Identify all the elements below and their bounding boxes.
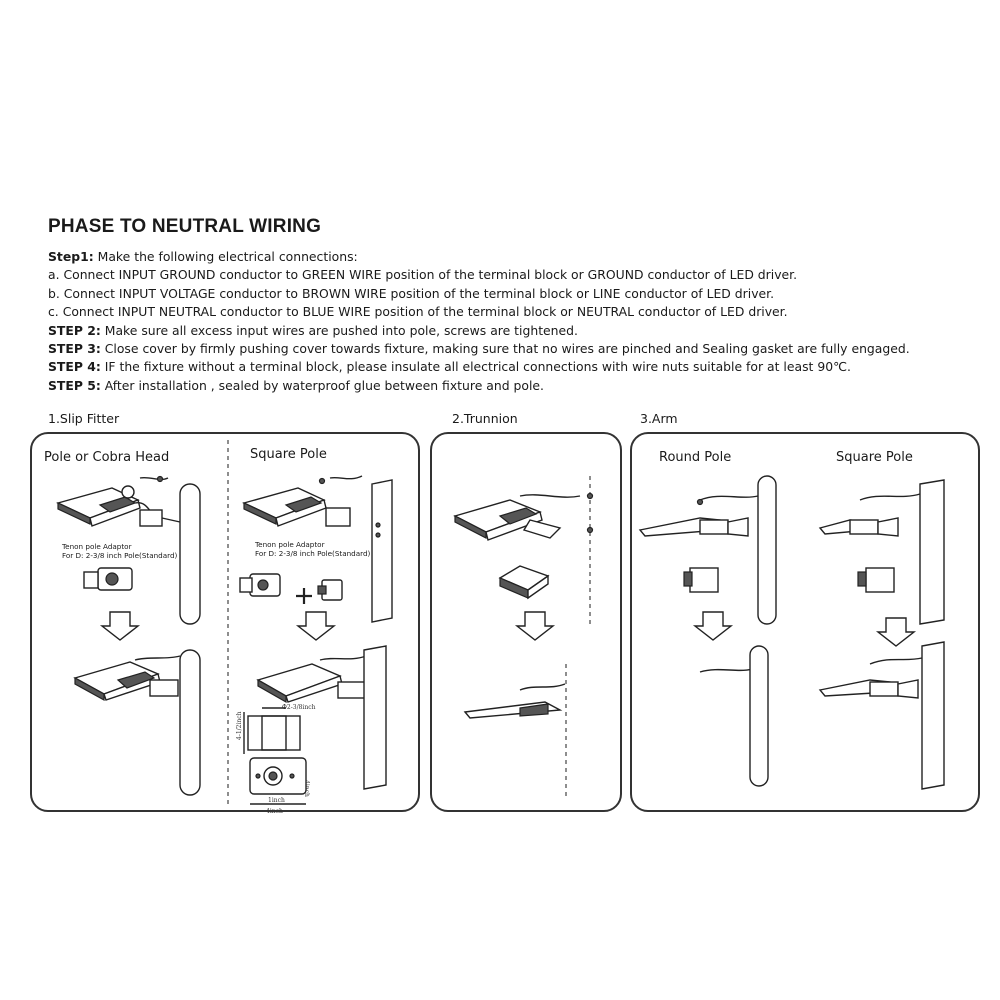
trunnion-top [453,476,594,628]
slip-fitter-round-top [55,475,201,625]
step-3: STEP 3: Close cover by firmly pushing co… [48,341,910,357]
step-1b: b. Connect INPUT VOLTAGE conductor to BR… [48,285,775,301]
slip-fitter-square-title: Square Pole [250,447,327,462]
step-1a: a. Connect INPUT GROUND conductor to GRE… [48,267,798,283]
step-5: STEP 5: After installation , sealed by w… [48,377,544,393]
arm-square-title: Square Pole [836,450,913,465]
slip-fitter-round-bottom [73,649,201,796]
square-pole-top [371,479,393,623]
adaptor-note-right-1: Tenon pole Adaptor [255,540,325,549]
slip-fitter-square-top [241,475,393,623]
slip-fitter-round-title: Pole or Cobra Head [44,450,170,465]
arm-bracket-right [857,567,895,593]
round-pole-bottom [179,649,201,796]
dim-label-hole: 1inch [268,797,285,804]
step-1: Step1: Make the following electrical con… [48,249,358,264]
slip-fitter-square-bottom [256,645,387,790]
arrow-down-icon [692,611,734,641]
junction-box [498,565,550,600]
arm-square-top [818,479,945,625]
page-title: PHASE TO NEUTRAL WIRING [48,216,322,237]
tenon-adaptor-left [83,567,133,591]
dim-label-plate-width: 4inch [266,808,283,815]
arm-round-top [638,475,777,625]
plus-icon [296,588,312,604]
arrow-down-icon [295,611,337,641]
arm-round-pole-top [757,475,777,625]
dimension-drawing [243,707,307,805]
section-label-slip-fitter: 1.Slip Fitter [48,411,120,426]
arm-square-pole-bottom [921,641,945,790]
arm-round-title: Round Pole [659,450,732,465]
trunnion-bracket [522,519,562,539]
dim-label-pole-diameter: Φ2-3/8inch [282,704,316,711]
adaptor-note-left-2: For D: 2-3/8 inch Pole(Standard) [62,551,178,560]
round-pole-top [179,483,201,625]
arm-square-pole-top [919,479,945,625]
adaptor-note-right-2: For D: 2-3/8 inch Pole(Standard) [255,549,371,558]
trunnion-bottom [463,664,567,796]
arrow-down-icon [99,611,141,641]
arm-round-pole-bottom [749,645,769,787]
panel-trunnion [430,432,622,812]
slip-fitter-body [139,509,163,527]
step-2: STEP 2: Make sure all excess input wires… [48,322,578,338]
step-4: STEP 4: IF the fixture without a termina… [48,359,851,375]
section-label-trunnion: 2.Trunnion [452,411,518,426]
adaptor-note-left-1: Tenon pole Adaptor [62,542,132,551]
step-1c: c. Connect INPUT NEUTRAL conductor to BL… [48,304,788,320]
arm-square-bottom [818,641,945,790]
instruction-steps: Step1: Make the following electrical con… [48,248,988,395]
panel-slip-fitter [30,432,420,812]
arm-round-bottom [699,645,769,787]
section-label-arm: 3.Arm [640,411,678,426]
tenon-adaptor-right [239,573,343,604]
arm-bracket-left [683,567,719,593]
square-pole-bottom [363,645,387,790]
arrow-down-icon [514,611,556,641]
panel-arm [630,432,980,812]
arrow-down-icon [875,617,917,647]
